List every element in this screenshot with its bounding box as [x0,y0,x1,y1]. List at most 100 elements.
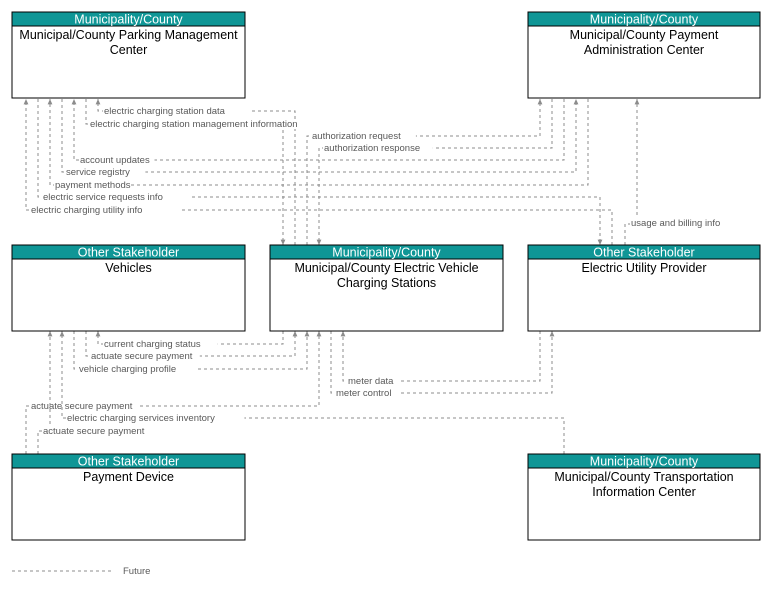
flow-13: meter data [340,331,541,387]
flow-10: current charging status [95,331,284,350]
flow-line [73,331,310,370]
box-name-line: Information Center [592,485,696,499]
flow-label-bg [66,413,245,423]
flow-label: electric service requests info [43,192,163,203]
box-category: Municipality/County [590,13,699,27]
box-name-line: Charging Stations [337,276,436,290]
flow-8: electric charging utility info [23,99,613,245]
flow-label-bg [89,119,327,129]
flow-line [85,331,298,357]
flow-label-bg [347,376,398,386]
flow-4: account updates [71,99,565,166]
flow-line [71,99,565,161]
flow-label: authorization request [312,131,401,142]
flow-12: vehicle charging profile [73,331,310,375]
flow-line [47,99,589,186]
box-header [269,244,504,260]
flow-7: electric service requests info [37,99,603,245]
flow-line [25,331,322,454]
flow-16: electric charging services inventory [59,331,565,454]
box-name-line: Center [110,43,148,57]
flow-line [95,99,296,245]
flow-label-bg [90,351,200,361]
flow-label: payment methods [55,180,131,191]
box-category: Other Stakeholder [78,246,179,260]
box-header [11,244,246,260]
legend: Future [12,566,150,577]
flow-label: authorization response [324,143,420,154]
box-header [11,453,246,469]
box-category: Municipality/County [332,246,441,260]
flow-label-bg [79,155,155,165]
flow-label-bg [42,192,191,202]
box-name-line: Electric Utility Provider [581,261,706,275]
box-category: Municipality/County [74,13,183,27]
flow-label: account updates [80,155,150,166]
box-name-line: Municipal/County Payment [570,28,719,42]
flow-label: vehicle charging profile [79,364,176,375]
box-header [527,11,761,27]
flow-label: service registry [66,167,130,178]
flow-label-bg [30,401,140,411]
flow-label: electric charging station management inf… [90,119,298,130]
flow-6: payment methods [47,99,589,191]
box-header [11,11,246,27]
flow-line [37,331,53,454]
flow-line [340,331,541,382]
flow-label: actuate secure payment [43,426,145,437]
flow-11: actuate secure payment [85,331,298,362]
box-name-line: Municipal/County Electric Vehicle [294,261,478,275]
box-category: Other Stakeholder [593,246,694,260]
flow-label: actuate secure payment [91,351,193,362]
flow-label-bg [311,131,416,141]
legend-future-label: Future [123,566,150,577]
flow-label-bg [103,339,218,349]
flow-line [330,331,555,394]
box-header [527,244,761,260]
flow-label-bg [42,426,152,436]
box-name-line: Payment Device [83,470,174,484]
flow-5: service registry [61,99,579,178]
flow-label-bg [630,218,740,228]
flow-label: actuate secure payment [31,401,133,412]
flow-line [59,331,565,454]
box-category: Municipality/County [590,455,699,469]
flow-label-bg [54,180,130,190]
flow-label-bg [323,143,433,153]
box-name-line: Vehicles [105,261,152,275]
box-name-line: Administration Center [584,43,704,57]
flow-label-bg [78,364,198,374]
flow-line [95,331,284,345]
flow-label: electric charging services inventory [67,413,215,424]
flow-line [61,99,579,173]
box-category: Other Stakeholder [78,455,179,469]
flow-label-bg [103,106,252,116]
flow-label: usage and billing info [631,218,720,229]
flow-label-bg [30,205,179,215]
flow-label: meter data [348,376,394,387]
flow-15: actuate secure payment [25,331,322,454]
flow-label: current charging status [104,339,201,350]
box-name-line: Municipal/County Parking Management [19,28,238,42]
flow-2: authorization request [306,99,543,245]
flow-label: electric charging utility info [31,205,142,216]
box-name-line: Municipal/County Transportation [554,470,733,484]
flow-line [37,99,603,245]
flow-9: usage and billing info [624,99,740,245]
flow-14: meter control [330,331,555,399]
flow-label: meter control [336,388,391,399]
flow-line [306,99,543,245]
flow-0: electric charging station data [95,99,296,245]
flow-label-bg [65,167,146,177]
box-header [527,453,761,469]
